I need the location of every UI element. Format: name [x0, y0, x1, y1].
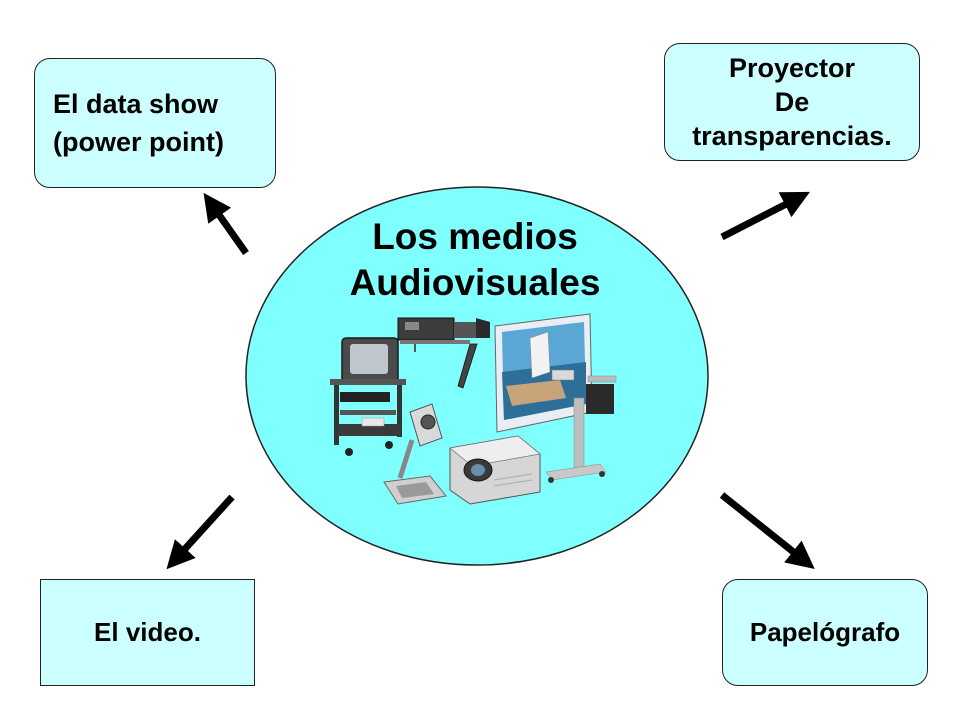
television-cart-icon	[330, 337, 406, 456]
center-title-line1: Los medios	[372, 216, 578, 257]
arrow-to-papelografo	[719, 492, 815, 569]
arrow-to-proyector	[720, 191, 810, 241]
node-data-show-line1: El data show	[53, 89, 219, 119]
center-title-line2: Audiovisuales	[349, 262, 601, 303]
projection-screen-icon	[494, 313, 617, 483]
overhead-projector-icon	[397, 317, 490, 389]
equipment-illustration	[330, 313, 617, 505]
node-data-show-line2: (power point)	[53, 127, 224, 157]
video-projector-icon	[449, 435, 541, 505]
node-papelografo: Papelógrafo	[722, 579, 928, 686]
node-video-label: El video.	[94, 617, 201, 647]
center-title: Los medios Audiovisuales	[300, 214, 650, 306]
node-data-show: El data show (power point)	[34, 58, 276, 188]
node-video: El video.	[40, 579, 255, 686]
arrow-to-data-show	[203, 192, 249, 256]
node-proyector-line1: Proyector	[728, 53, 856, 83]
node-proyector: Proyector De transparencias.	[664, 43, 920, 161]
document-camera-icon	[383, 403, 447, 505]
arrow-to-video	[166, 494, 235, 570]
node-proyector-line2: De	[774, 87, 810, 117]
node-papelografo-label: Papelógrafo	[749, 617, 901, 647]
node-proyector-line3: transparencias.	[692, 121, 892, 151]
